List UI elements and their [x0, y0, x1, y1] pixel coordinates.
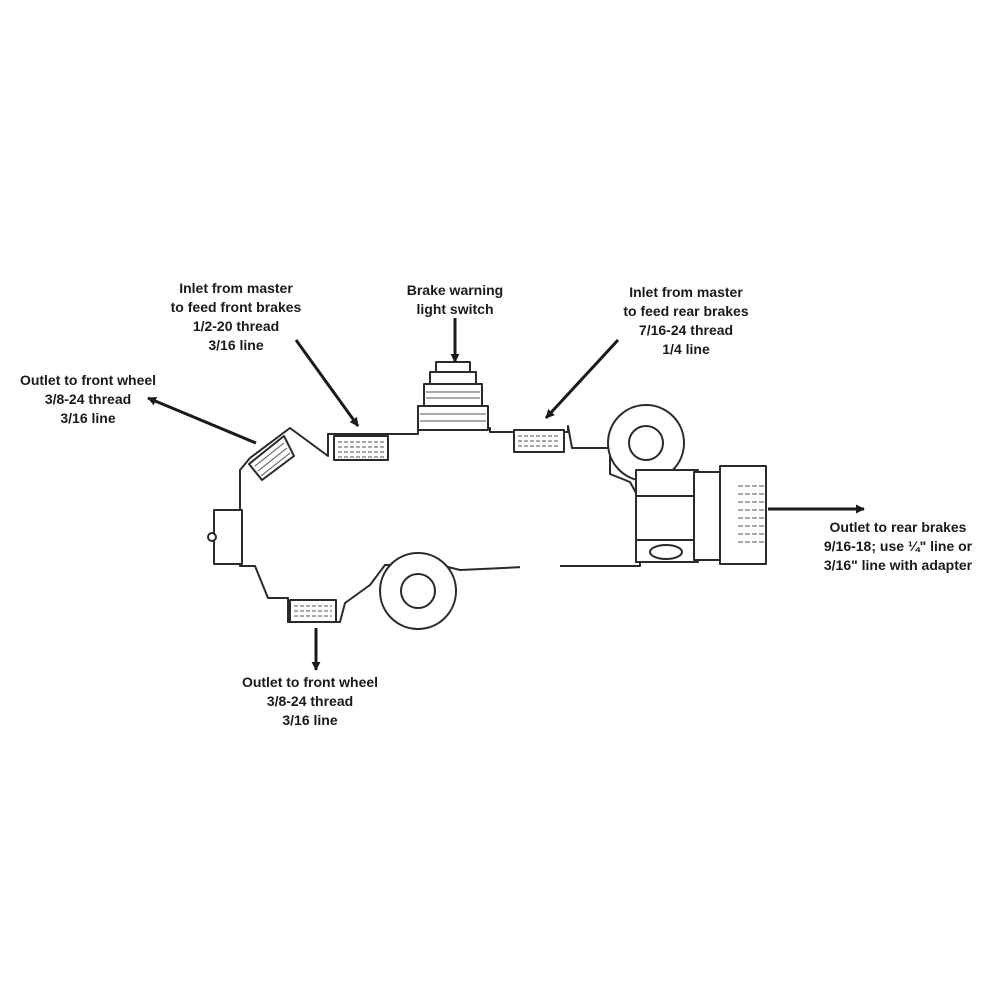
switch-top: [435, 361, 471, 373]
front-inlet-line1: Inlet from master: [179, 280, 293, 296]
front-outlet-bottom-callout: Outlet to front wheel 3/8-24 thread 3/16…: [210, 673, 410, 730]
switch-base: [417, 405, 489, 431]
rear-outlet-line3: 3/16" line with adapter: [823, 557, 973, 573]
rear-inlet-line2: to feed rear brakes: [623, 303, 749, 319]
arrow-front-outlet-left: [147, 396, 257, 445]
rear-outlet-line1: Outlet to rear brakes: [829, 519, 967, 535]
front-outlet-left-line1: Outlet to front wheel: [19, 372, 157, 388]
rear-outlet-nut: [719, 465, 767, 565]
front-inlet-line2: to feed front brakes: [170, 299, 302, 315]
left-end-cap: [213, 509, 243, 565]
front-inlet-callout: Inlet from master to feed front brakes 1…: [136, 279, 336, 355]
front-outlet-bottom-line1: Outlet to front wheel: [241, 674, 379, 690]
brake-switch-line2: light switch: [416, 301, 494, 317]
front-outlet-bottom-line2: 3/8-24 thread: [266, 693, 354, 709]
front-inlet-line3: 1/2-20 thread: [192, 318, 280, 334]
rear-outlet-fitting: [693, 471, 723, 561]
rear-inlet-callout: Inlet from master to feed rear brakes 7/…: [588, 283, 784, 359]
valve-plug: [649, 544, 683, 560]
rear-inlet-line3: 7/16-24 thread: [638, 322, 734, 338]
rear-inlet-line4: 1/4 line: [662, 341, 710, 357]
front-outlet-left-line2: 3/8-24 thread: [44, 391, 132, 407]
rear-inlet-line1: Inlet from master: [629, 284, 743, 300]
left-cap-nub: [207, 532, 217, 542]
upper-mounting-hole: [628, 425, 664, 461]
front-outlet-left-line3: 3/16 line: [60, 410, 116, 426]
valve-body: [207, 361, 767, 630]
arrow-rear-inlet: [544, 338, 620, 420]
callout-arrows: [147, 318, 865, 671]
rear-outlet-callout: Outlet to rear brakes 9/16-18; use ¼" li…: [800, 518, 996, 575]
rear-outlet-line2: 9/16-18; use ¼" line or: [823, 538, 973, 554]
arrow-front-inlet: [294, 339, 360, 427]
lower-mounting-hole: [400, 573, 436, 609]
front-inlet-line4: 3/16 line: [208, 337, 264, 353]
front-outlet-bottom-line3: 3/16 line: [282, 712, 338, 728]
brake-switch-line1: Brake warning: [406, 282, 504, 298]
switch-collar: [429, 371, 477, 385]
front-outlet-left-callout: Outlet to front wheel 3/8-24 thread 3/16…: [4, 371, 172, 428]
brake-switch-callout: Brake warning light switch: [370, 281, 540, 319]
switch-mid: [423, 383, 483, 407]
front-inlet-port: [333, 435, 389, 461]
